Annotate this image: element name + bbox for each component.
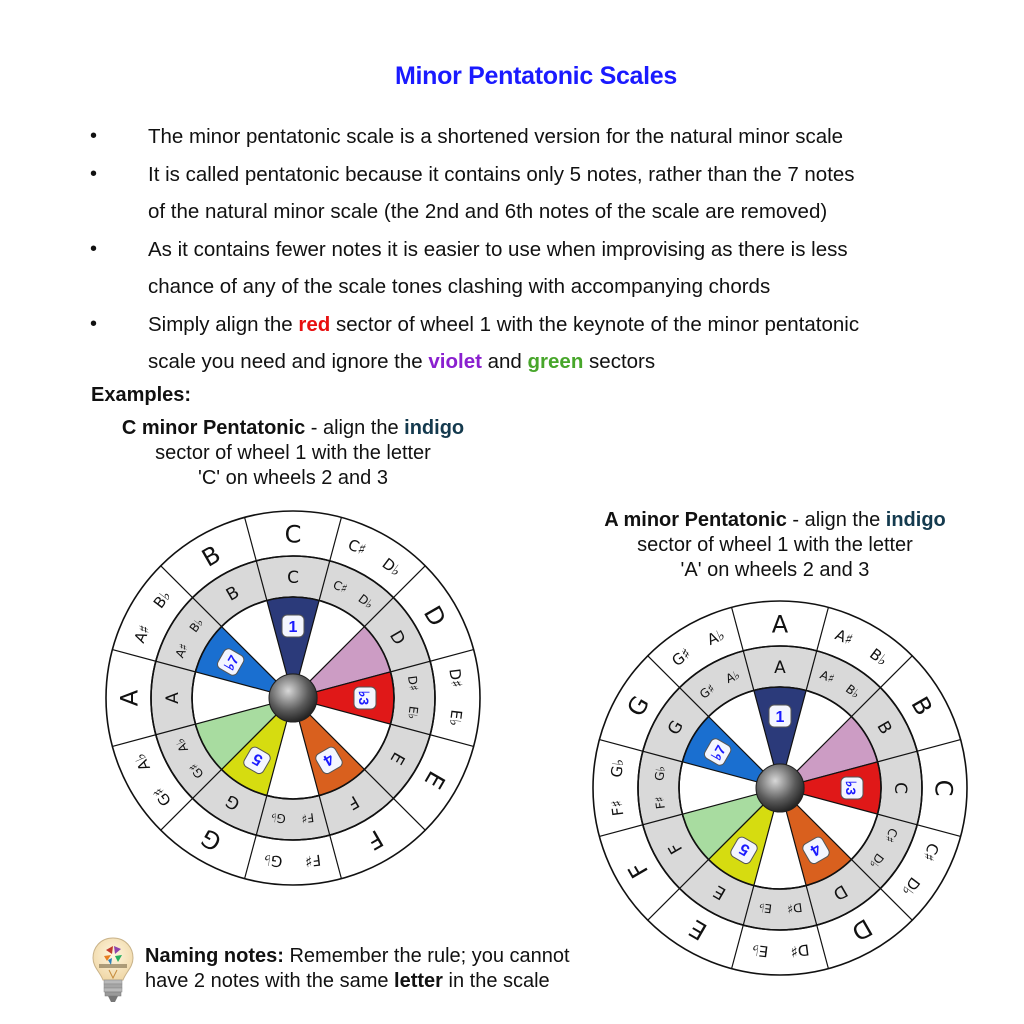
wheel-hub[interactable] — [755, 763, 805, 813]
svg-text:A♯: A♯ — [131, 622, 154, 645]
example-a-caption: A minor Pentatonic - align the indigo se… — [604, 509, 946, 581]
svg-text:D♯: D♯ — [405, 675, 421, 692]
tip-text: Naming notes: Remember the rule; you can… — [145, 945, 570, 992]
svg-text:B♭: B♭ — [187, 616, 207, 636]
bullet-dot: • — [90, 312, 98, 335]
bullet-dot: • — [90, 125, 98, 147]
svg-text:F♯: F♯ — [652, 796, 667, 810]
svg-text:G♭: G♭ — [263, 850, 284, 870]
svg-text:A♭: A♭ — [705, 626, 728, 649]
svg-text:♭3: ♭3 — [356, 691, 372, 706]
svg-text:G♭: G♭ — [607, 758, 627, 779]
svg-text:E♭: E♭ — [405, 705, 421, 720]
svg-text:C: C — [285, 520, 302, 548]
svg-text:C♯: C♯ — [345, 536, 368, 559]
svg-text:D♯: D♯ — [445, 668, 465, 689]
svg-text:1: 1 — [776, 709, 785, 726]
svg-text:G♭: G♭ — [652, 765, 668, 782]
svg-text:A♯: A♯ — [173, 642, 191, 660]
svg-text:B♭: B♭ — [843, 682, 863, 702]
bullet-dot: • — [90, 237, 98, 260]
example-c-caption: C minor Pentatonic - align the indigo se… — [121, 417, 465, 489]
svg-text:C: C — [287, 568, 299, 588]
svg-text:A: A — [115, 689, 143, 706]
svg-text:C♯: C♯ — [882, 826, 900, 845]
red-keyword: red — [298, 312, 331, 336]
svg-text:C♯: C♯ — [331, 578, 350, 596]
bullet-item: •It is called pentatonic because it cont… — [88, 156, 988, 231]
svg-text:C: C — [930, 780, 958, 797]
svg-text:A: A — [163, 692, 183, 704]
svg-text:C♯: C♯ — [919, 840, 942, 863]
svg-text:C: C — [890, 782, 910, 794]
svg-text:A♯: A♯ — [818, 668, 836, 686]
svg-text:F♯: F♯ — [608, 799, 628, 817]
svg-text:F♯: F♯ — [301, 810, 315, 825]
violet-keyword: violet — [428, 350, 482, 373]
bullet-item: •The minor pentatonic scale is a shorten… — [88, 118, 988, 156]
svg-text:A♯: A♯ — [832, 626, 855, 649]
lightbulb-icon — [92, 937, 134, 1002]
svg-text:A♭: A♭ — [724, 668, 742, 686]
green-keyword: green — [527, 350, 584, 373]
bullet-item: •Simply align the red sector of wheel 1 … — [88, 306, 988, 381]
bullet-list: •The minor pentatonic scale is a shorten… — [88, 118, 988, 381]
svg-text:1: 1 — [289, 619, 298, 636]
page-title: Minor Pentatonic Scales — [394, 62, 678, 90]
svg-text:G♭: G♭ — [270, 810, 287, 826]
bullet-dot: • — [90, 162, 98, 185]
wheel-hub[interactable] — [268, 673, 318, 723]
bullet-item: •As it contains fewer notes it is easier… — [88, 231, 988, 306]
svg-text:D♯: D♯ — [790, 940, 811, 960]
svg-text:A: A — [774, 658, 786, 678]
svg-text:E♭: E♭ — [446, 709, 466, 728]
examples-heading: Examples: — [91, 384, 192, 406]
svg-text:A: A — [772, 610, 789, 638]
svg-text:A♭: A♭ — [131, 750, 154, 773]
svg-text:D♯: D♯ — [786, 900, 803, 916]
svg-text:♭3: ♭3 — [843, 781, 859, 796]
svg-text:A♭: A♭ — [173, 736, 191, 754]
svg-text:E♭: E♭ — [758, 900, 773, 916]
svg-text:E♭: E♭ — [751, 941, 770, 961]
svg-text:F♯: F♯ — [304, 851, 322, 871]
